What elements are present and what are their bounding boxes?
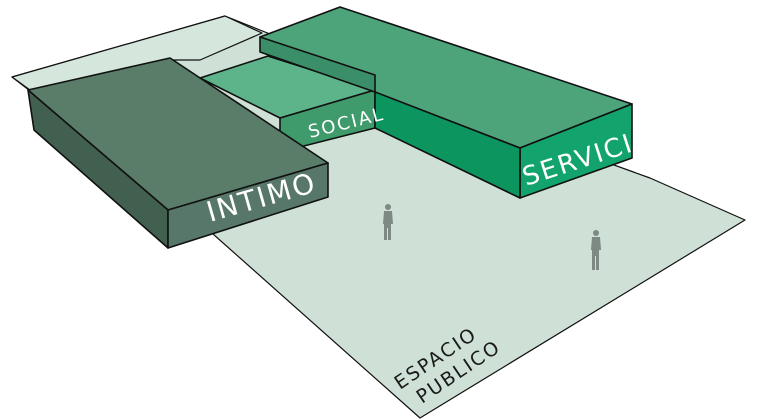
person-icon [591, 230, 601, 270]
intimo-block [27, 57, 329, 249]
servicio-block [259, 6, 633, 199]
person-icon [383, 204, 393, 240]
